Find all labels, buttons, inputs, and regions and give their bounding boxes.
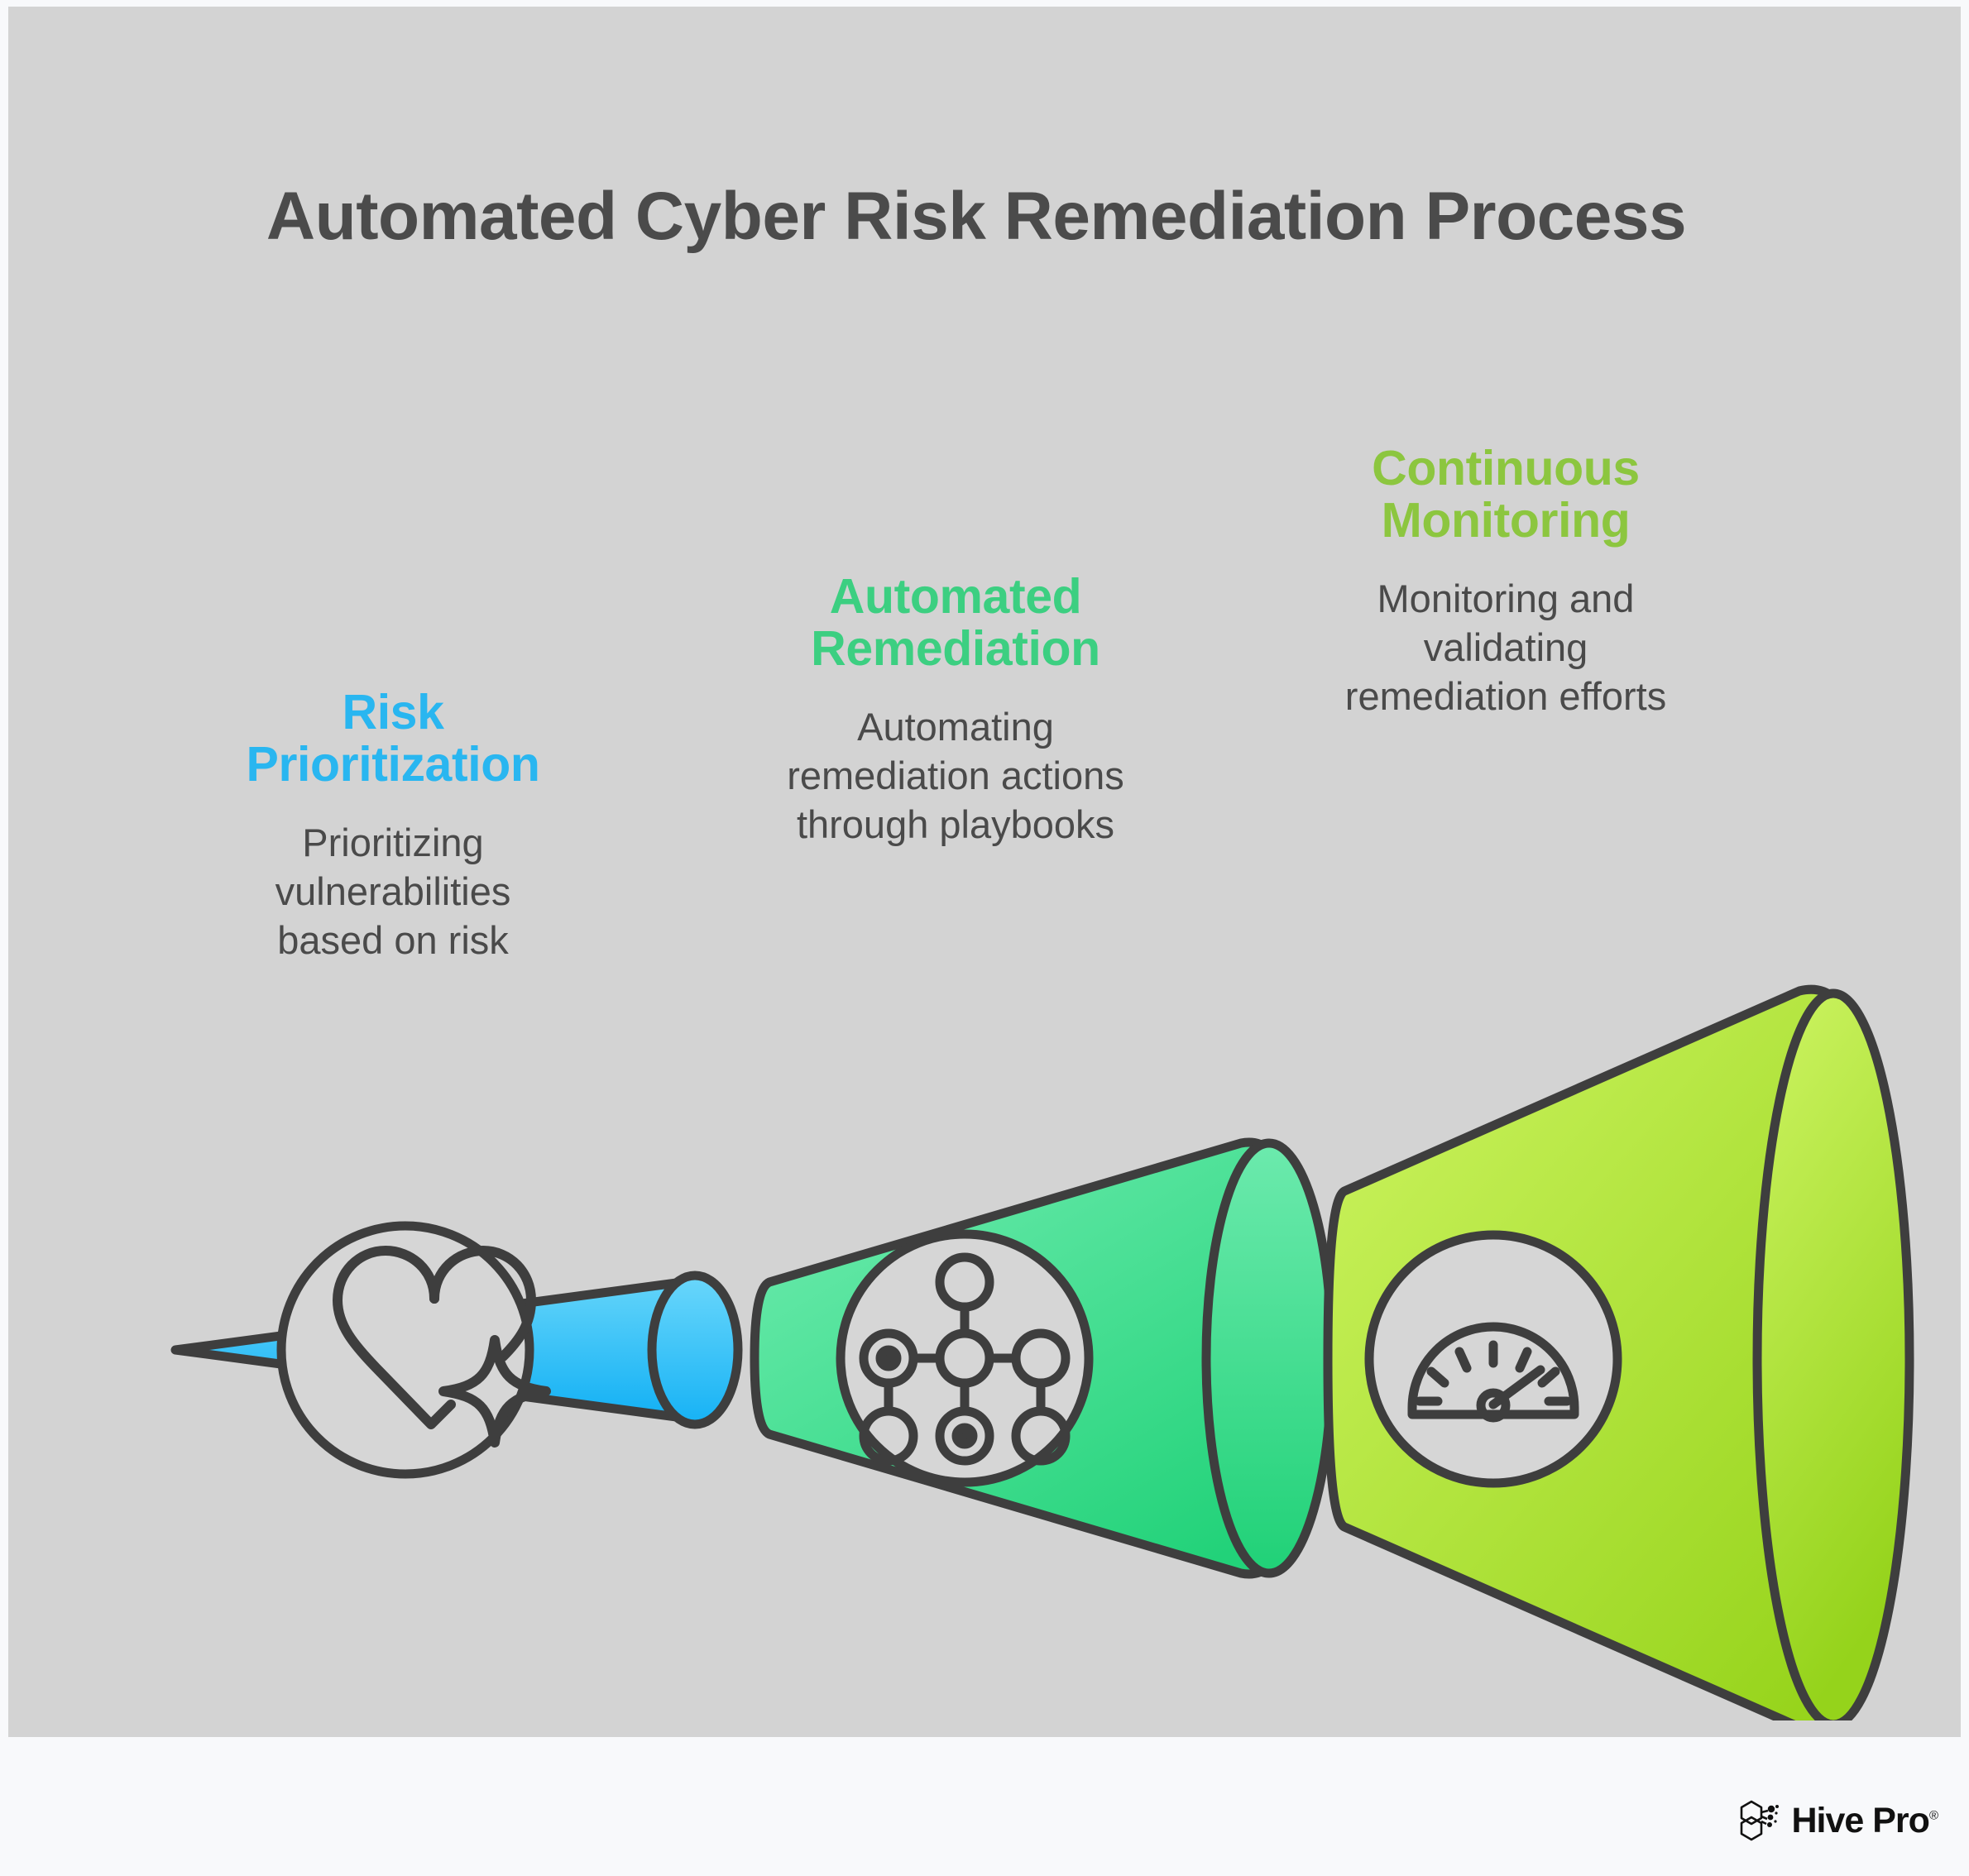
icon-badge-automated-remediation[interactable]: [836, 1229, 1094, 1487]
icon-badge-continuous-monitoring[interactable]: [1364, 1230, 1622, 1488]
page-title: Automated Cyber Risk Remediation Process: [266, 179, 1687, 254]
honeycomb-hexagon-icon: [1741, 1800, 1780, 1841]
stage-heading-risk-prioritization: Risk Prioritization: [149, 685, 637, 792]
brand-logo[interactable]: Hive Pro®: [1740, 1800, 1938, 1841]
brand-logo-text: Hive Pro®: [1791, 1801, 1938, 1841]
stage-heading-automated-remediation: Automated Remediation: [711, 569, 1200, 677]
funnel-diagram: [170, 984, 1914, 1720]
stage-desc-line: remediation actions: [787, 754, 1124, 797]
gauge-icon: [1407, 1322, 1579, 1423]
stage-description-continuous-monitoring: Monitoring and validating remediation ef…: [1262, 575, 1750, 720]
stage-heading-line: Monitoring: [1381, 493, 1631, 548]
stage-heading-line: Risk: [342, 685, 444, 739]
stage-desc-line: Automating: [857, 705, 1054, 749]
stage-desc-line: remediation efforts: [1344, 673, 1667, 718]
stage-desc-line: Prioritizing: [302, 821, 484, 865]
stage-desc-line: vulnerabilities: [275, 869, 511, 913]
stage-desc-line: validating: [1423, 625, 1588, 669]
stage-heading-line: Prioritization: [246, 737, 540, 792]
stage-text-automated-remediation: Automated Remediation Automating remedia…: [711, 569, 1200, 849]
stage-description-automated-remediation: Automating remediation actions through p…: [711, 703, 1200, 849]
stage-heading-continuous-monitoring: Continuous Monitoring: [1262, 441, 1750, 548]
stage-heading-line: Automated: [829, 569, 1082, 624]
stage-heading-line: Continuous: [1372, 441, 1640, 495]
stage-desc-line: based on risk: [277, 917, 509, 962]
network-nodes-icon: [859, 1252, 1071, 1466]
stage-heading-line: Remediation: [811, 621, 1100, 677]
heart-sparkle-icon: [333, 1246, 551, 1448]
stage-desc-line: through playbooks: [796, 802, 1115, 846]
stage-text-risk-prioritization: Risk Prioritization Prioritizing vulnera…: [149, 685, 637, 965]
brand-name: Hive Pro: [1791, 1800, 1929, 1840]
stage-text-continuous-monitoring: Continuous Monitoring Monitoring and val…: [1262, 441, 1750, 721]
footer-band: [0, 1737, 1969, 1876]
registered-trademark-symbol: ®: [1928, 1808, 1938, 1823]
icon-badge-risk-prioritization[interactable]: [276, 1221, 551, 1479]
stage-description-risk-prioritization: Prioritizing vulnerabilities based on ri…: [149, 819, 637, 964]
stage-desc-line: Monitoring and: [1377, 577, 1635, 621]
